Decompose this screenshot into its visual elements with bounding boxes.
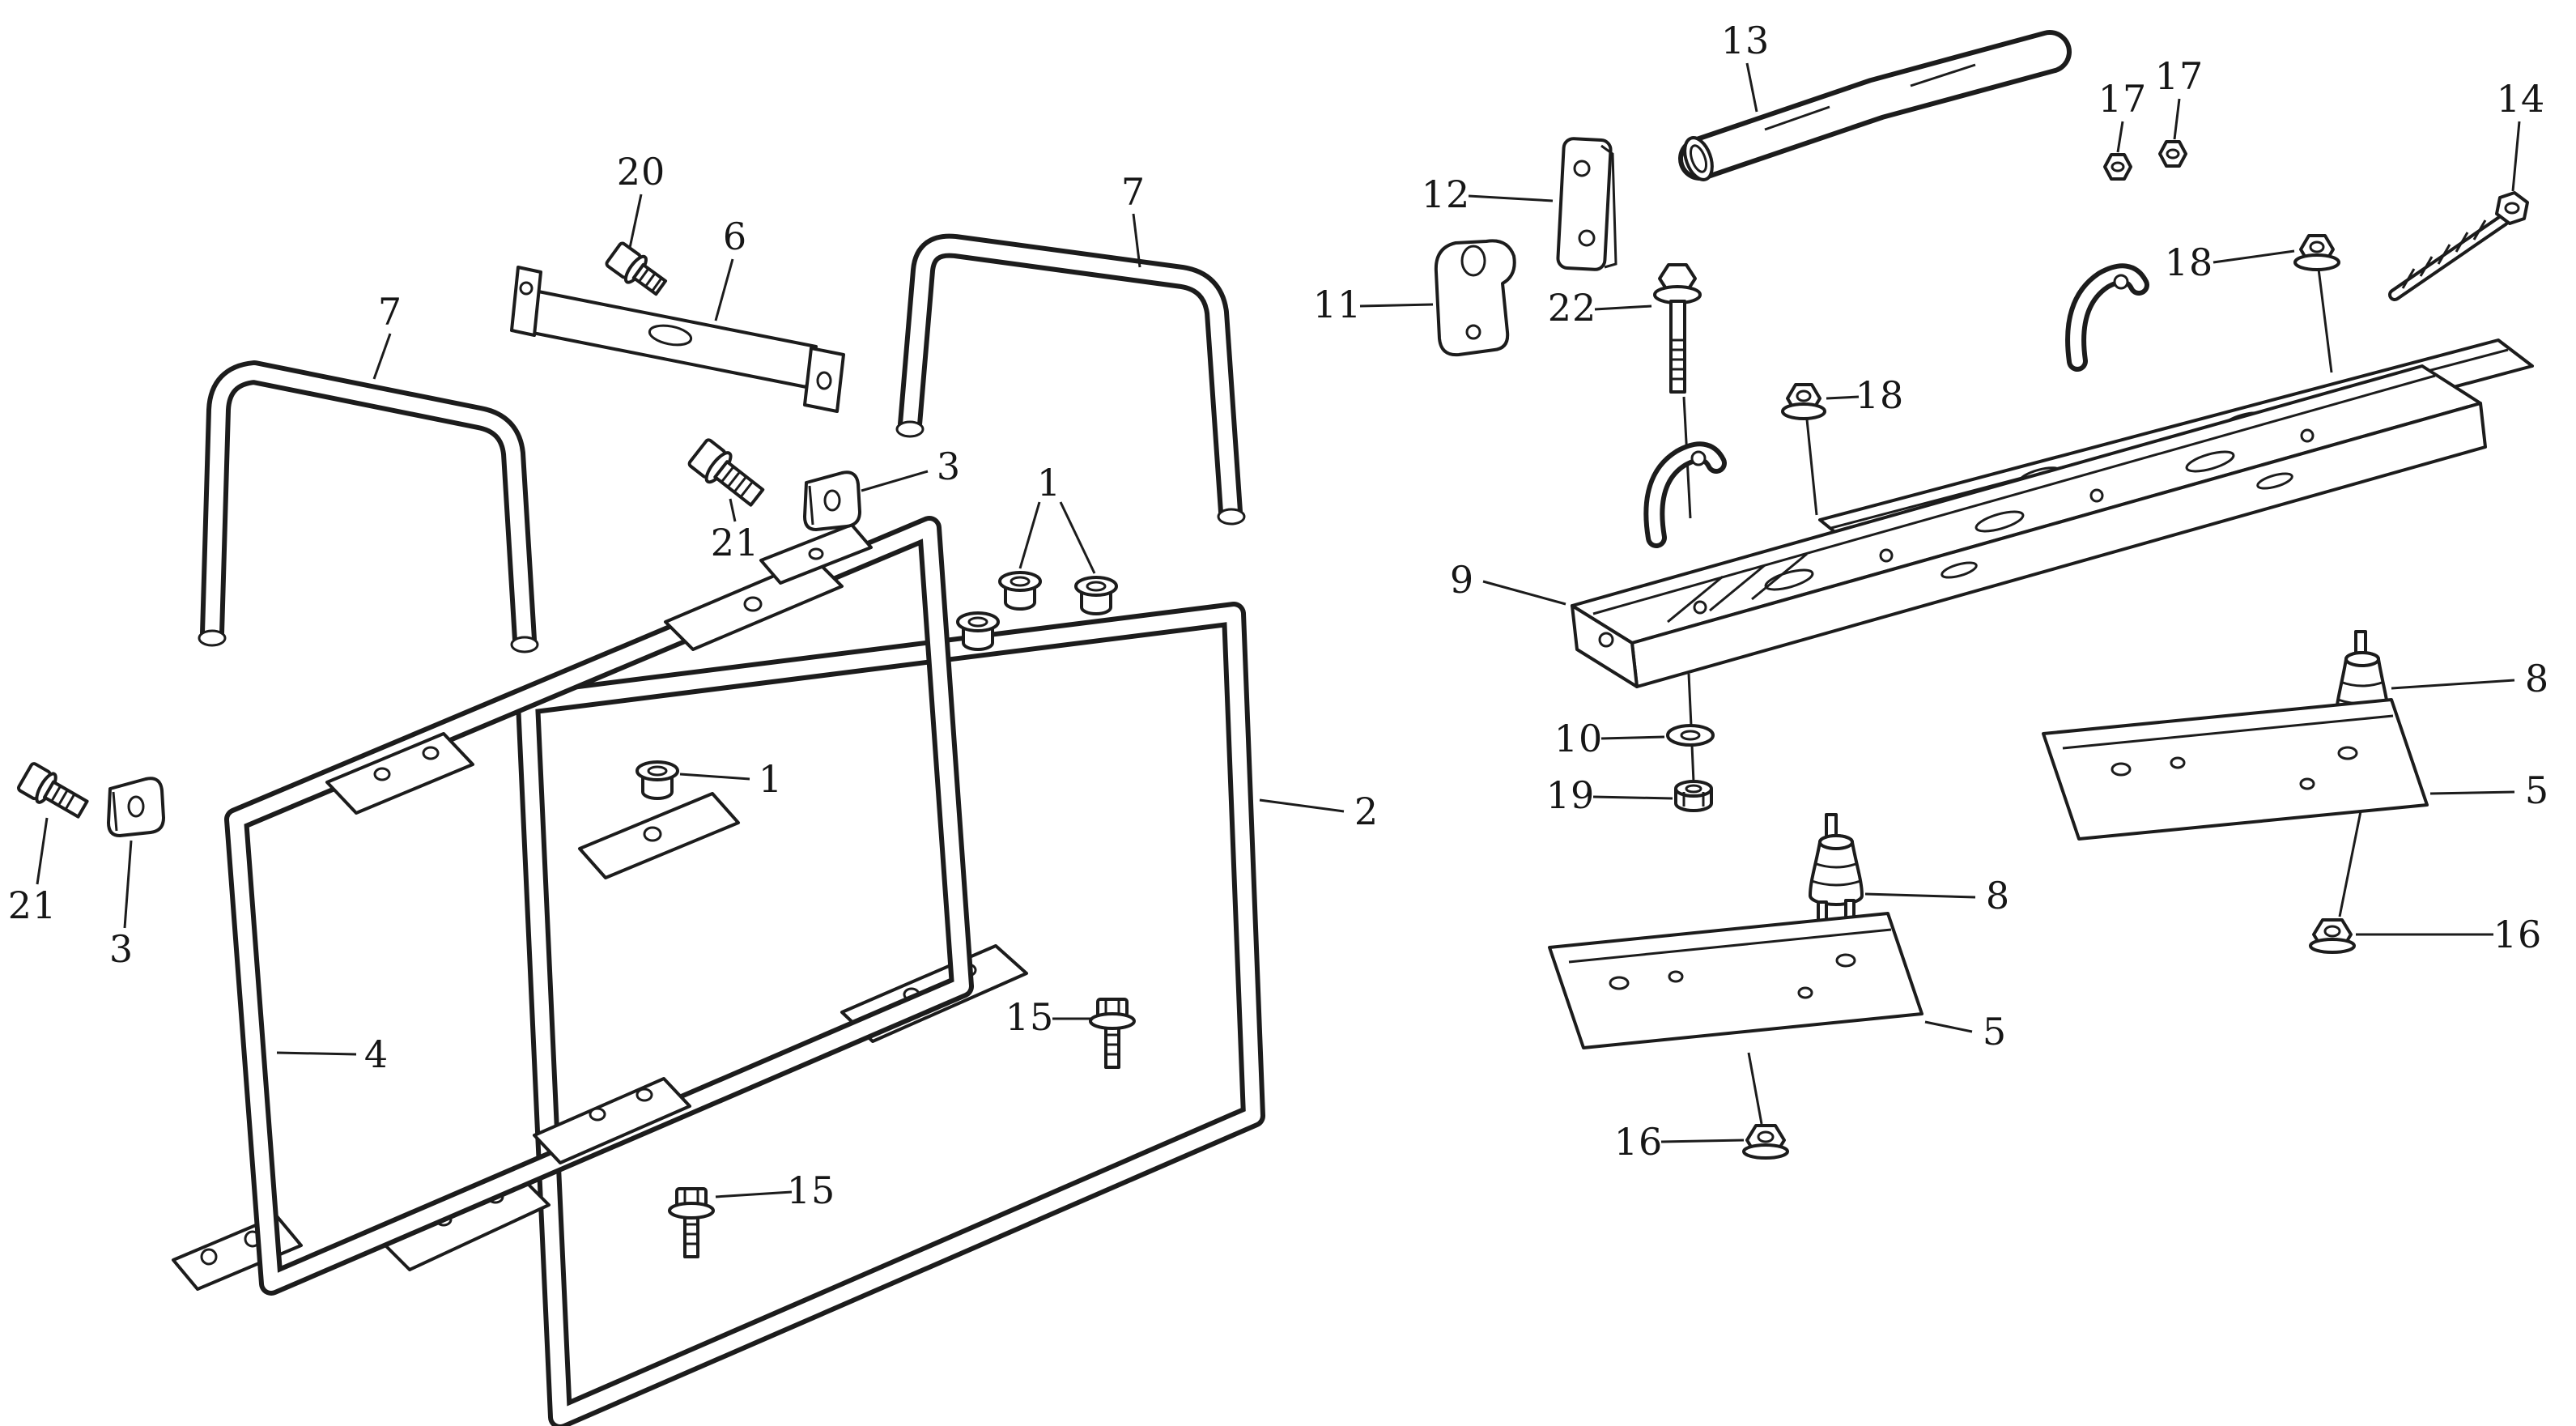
- part-callout-8: 8: [1985, 874, 2011, 917]
- part-callout-10: 10: [1554, 717, 1604, 760]
- nut-part19: [1674, 744, 1713, 812]
- part-callout-22: 22: [1547, 286, 1597, 330]
- callout-leader: [1826, 395, 1860, 400]
- callout-leader: [1924, 1020, 1973, 1033]
- callout-leader: [1592, 795, 1673, 800]
- bolt-part21-middle: [687, 438, 765, 507]
- callout-leader: [1259, 798, 1345, 813]
- part-callout-7: 7: [377, 290, 403, 334]
- callout-leader: [2116, 121, 2124, 153]
- part-callout-3: 3: [936, 445, 962, 488]
- base-plate-part5-left: [1548, 912, 1923, 1049]
- washer-part10: [1666, 673, 1715, 747]
- callout-leader: [714, 258, 734, 321]
- part-callout-3: 3: [108, 927, 134, 971]
- callout-leader: [1660, 1139, 1745, 1143]
- part-callout-7: 7: [1120, 170, 1146, 214]
- part-callout-8: 8: [2524, 657, 2550, 700]
- callout-leader: [1745, 62, 1758, 113]
- bolt-part15-lower: [668, 1187, 715, 1258]
- cross-brace-plates: [664, 523, 873, 651]
- bracket-part12: [1556, 137, 1617, 271]
- part-callout-20: 20: [616, 150, 666, 194]
- part-callout-18: 18: [1855, 373, 1905, 417]
- part-callout-13: 13: [1720, 19, 1770, 62]
- part-callout-18: 18: [2164, 241, 2214, 284]
- part-callout-6: 6: [722, 215, 748, 258]
- part-callout-1: 1: [758, 757, 784, 801]
- clamp-part11: [1434, 239, 1516, 357]
- part-callout-21: 21: [7, 883, 57, 927]
- grommets-part1: [635, 571, 1118, 800]
- callout-leader: [715, 1190, 793, 1198]
- callout-leader: [276, 1051, 357, 1056]
- callout-leader: [1594, 304, 1652, 311]
- part-callout-12: 12: [1421, 172, 1471, 216]
- part-callout-2: 2: [1354, 790, 1379, 833]
- part-callout-16: 16: [1613, 1120, 1664, 1164]
- callout-leader: [679, 773, 750, 781]
- mount-bracket-part9: [1571, 263, 2534, 688]
- callout-leader: [1059, 501, 1096, 574]
- clip-part3-left: [107, 777, 165, 837]
- callout-leader: [1468, 194, 1554, 202]
- carrier-handle-left-part7: [198, 360, 539, 653]
- part-callout-16: 16: [2493, 913, 2543, 956]
- callout-leader: [2391, 679, 2515, 690]
- part-callout-15: 15: [1005, 995, 1055, 1039]
- callout-leader: [36, 817, 49, 885]
- nut-part17-b: [2158, 140, 2187, 168]
- callout-leader: [861, 470, 929, 492]
- part-callout-1: 1: [1036, 461, 1062, 504]
- part-callout-5: 5: [1982, 1010, 2008, 1054]
- part-callout-4: 4: [363, 1032, 389, 1076]
- callout-leader: [123, 840, 133, 929]
- callout-leader: [1482, 580, 1566, 606]
- bolt-part14: [2388, 191, 2529, 301]
- callout-leader: [1359, 303, 1434, 308]
- stay-bracket-part6: [510, 266, 845, 413]
- part-callout-5: 5: [2524, 768, 2550, 812]
- part-callout-11: 11: [1312, 283, 1362, 326]
- callout-leader: [2213, 249, 2295, 264]
- callout-leader: [2511, 121, 2521, 192]
- carrier-handle-right-part7: [895, 233, 1246, 526]
- nut-part16-bottom: [1742, 1052, 1789, 1160]
- part-callout-14: 14: [2496, 77, 2546, 121]
- part-callout-19: 19: [1545, 773, 1596, 817]
- part-callout-17: 17: [2098, 77, 2148, 121]
- nut-part17-a: [2103, 153, 2132, 181]
- bolt-part21-left: [17, 762, 89, 819]
- callout-leader: [729, 498, 737, 522]
- part-callout-15: 15: [786, 1168, 836, 1212]
- callout-leader: [372, 333, 392, 380]
- callout-leader: [2429, 790, 2515, 795]
- base-plate-part5-right: [2042, 698, 2429, 841]
- callout-leader: [1018, 501, 1041, 569]
- bolt-part15-upper: [1089, 998, 1136, 1069]
- flange-nut-part18-right: [2293, 234, 2340, 373]
- part-callout-9: 9: [1449, 558, 1475, 602]
- screw-part20: [605, 241, 668, 296]
- callout-leader: [1864, 892, 1976, 899]
- handle-pipe-part13: [1678, 30, 2072, 181]
- part-callout-17: 17: [2154, 54, 2204, 98]
- flange-nut-part18-left: [1781, 383, 1826, 516]
- callout-leader: [628, 194, 643, 249]
- part-callout-21: 21: [710, 521, 760, 564]
- callout-leader: [1132, 213, 1141, 268]
- flange-bolt-part22: [1653, 263, 1702, 519]
- nut-part16-right: [2309, 811, 2362, 954]
- callout-leader: [2173, 98, 2181, 140]
- clip-part3-middle: [803, 470, 861, 531]
- callout-leader: [1600, 735, 1665, 740]
